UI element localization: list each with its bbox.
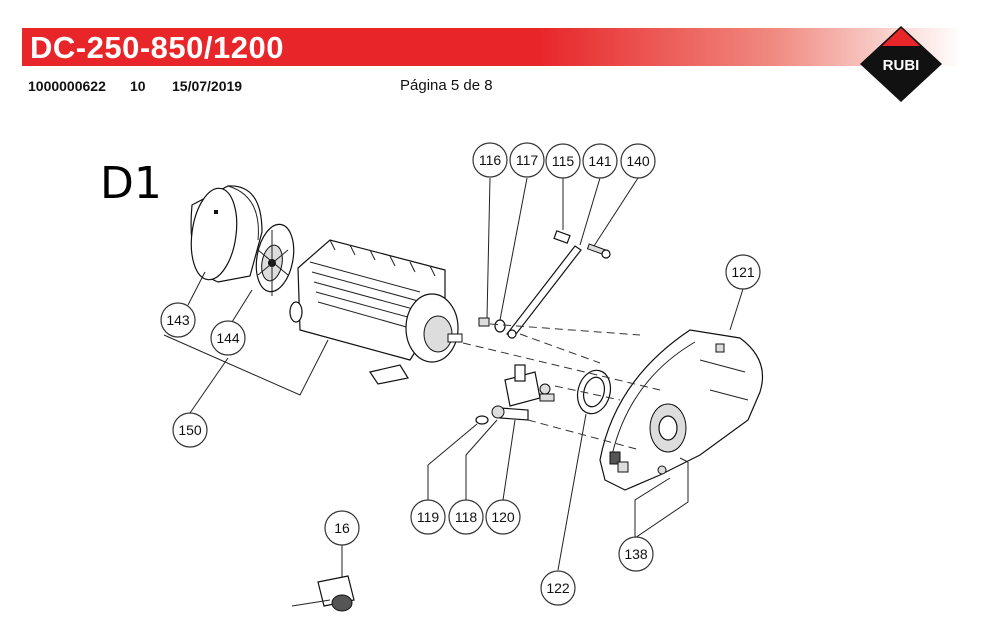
svg-text:138: 138 bbox=[624, 546, 648, 562]
svg-text:141: 141 bbox=[588, 153, 612, 169]
fan-cover-part bbox=[190, 185, 263, 283]
gasket-122-part bbox=[576, 369, 612, 415]
svg-text:122: 122 bbox=[546, 580, 570, 596]
brand-text: RUBI bbox=[883, 57, 920, 74]
callout-121: 121 bbox=[725, 254, 761, 290]
callout-120: 120 bbox=[485, 499, 521, 535]
callout-143: 143 bbox=[160, 302, 196, 338]
fan-part bbox=[255, 223, 295, 296]
spacer-115-part bbox=[553, 230, 571, 244]
callout-150: 150 bbox=[172, 412, 208, 448]
callout-140: 140 bbox=[620, 143, 656, 179]
svg-text:144: 144 bbox=[216, 330, 240, 346]
section-label: D1 bbox=[100, 158, 162, 209]
rubi-logo: RUBI bbox=[860, 26, 942, 102]
callout-117: 117 bbox=[509, 142, 545, 178]
revision: 10 bbox=[130, 78, 146, 94]
blade-guard-121-part bbox=[599, 329, 764, 491]
motor-body-part bbox=[289, 239, 463, 385]
page-title: DC-250-850/1200 bbox=[30, 30, 284, 65]
valve-assembly-part bbox=[475, 364, 555, 425]
svg-text:117: 117 bbox=[516, 152, 539, 168]
washer-117-part bbox=[494, 319, 506, 333]
svg-text:140: 140 bbox=[626, 153, 650, 169]
callout-16: 16 bbox=[324, 510, 360, 546]
svg-text:116: 116 bbox=[479, 152, 502, 168]
date: 15/07/2019 bbox=[172, 78, 243, 94]
callout-118: 118 bbox=[448, 499, 484, 535]
callout-115: 115 bbox=[545, 143, 581, 179]
doc-number: 1000000622 bbox=[28, 78, 106, 94]
title-banner bbox=[22, 28, 962, 66]
screw-116-part bbox=[478, 317, 490, 327]
screw-140-part bbox=[586, 243, 611, 259]
link-141-part bbox=[506, 245, 582, 339]
leader-lines bbox=[163, 177, 744, 578]
svg-text:115: 115 bbox=[552, 153, 575, 169]
callout-144: 144 bbox=[210, 320, 246, 356]
svg-text:120: 120 bbox=[491, 509, 515, 525]
assembly-lines bbox=[462, 323, 661, 451]
switch-16-part bbox=[291, 575, 355, 612]
svg-text:143: 143 bbox=[166, 312, 190, 328]
callout-122: 122 bbox=[540, 570, 576, 606]
callout-116: 116 bbox=[472, 142, 508, 178]
page-indicator: Página 5 de 8 bbox=[400, 77, 493, 94]
callout-138: 138 bbox=[618, 536, 654, 572]
svg-text:16: 16 bbox=[334, 520, 350, 536]
svg-text:119: 119 bbox=[417, 509, 440, 525]
svg-text:118: 118 bbox=[455, 509, 478, 525]
callout-119: 119 bbox=[410, 499, 446, 535]
svg-text:121: 121 bbox=[731, 264, 755, 280]
callout-141: 141 bbox=[582, 143, 618, 179]
svg-text:150: 150 bbox=[178, 422, 202, 438]
